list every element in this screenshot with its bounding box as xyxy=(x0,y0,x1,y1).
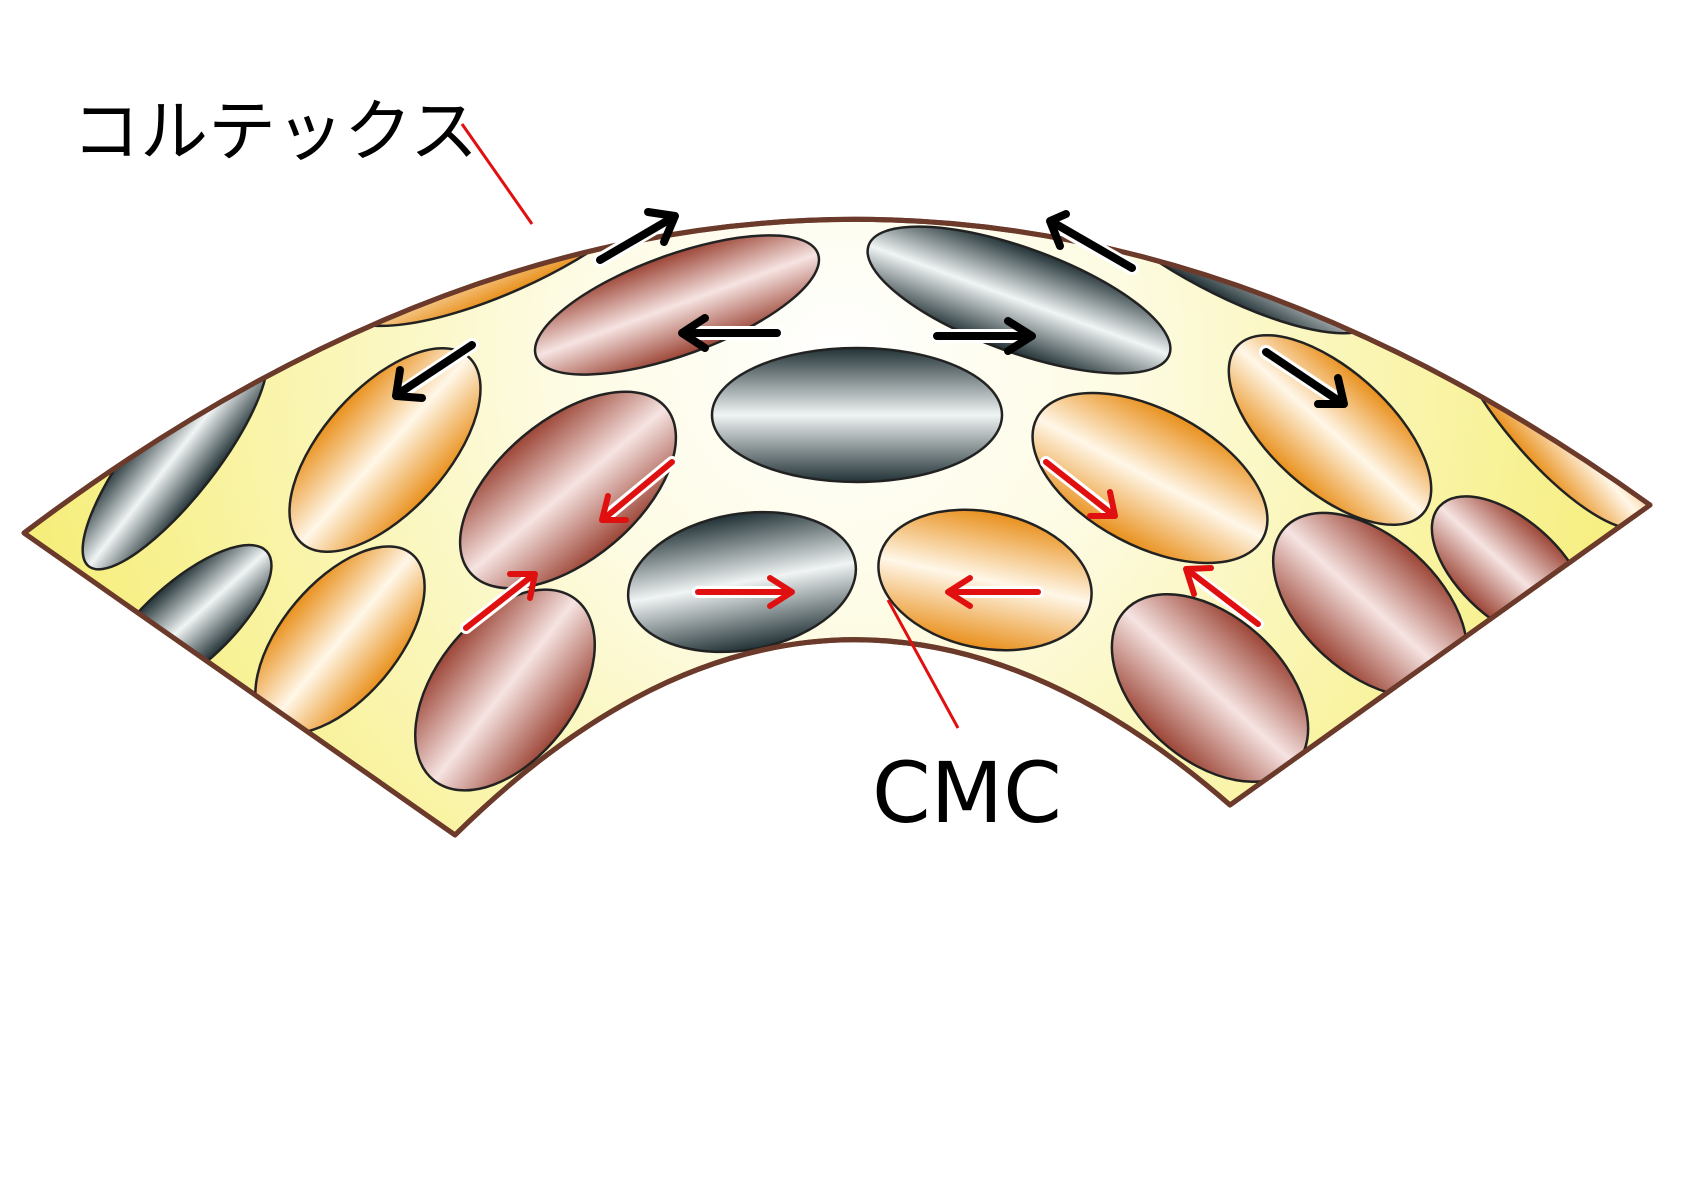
arrow-black xyxy=(1259,345,1348,408)
arrow-red xyxy=(599,456,678,523)
fiber-red xyxy=(458,390,678,590)
arrow-black xyxy=(1046,210,1139,275)
cortex-band-outline xyxy=(21,216,1653,838)
fiber-orange xyxy=(1031,391,1269,565)
fiber-red xyxy=(677,106,1027,194)
fiber-dark xyxy=(710,346,1004,484)
cortex-band xyxy=(21,216,1653,838)
cmc-leader-line xyxy=(886,599,960,729)
arrow-red xyxy=(692,575,795,609)
fiber-dark xyxy=(866,225,1172,375)
arrow-black xyxy=(930,317,1036,355)
fiber-orange xyxy=(288,347,482,553)
arrow-black xyxy=(392,338,479,402)
fiber-red xyxy=(533,234,821,376)
cmc-label: CMC xyxy=(872,744,1062,842)
cortex-leader-line xyxy=(460,123,534,225)
arrow-red xyxy=(1040,456,1118,519)
cortex-label: コルテックス xyxy=(72,93,478,172)
arrow-red xyxy=(1183,565,1264,630)
fiber-orange xyxy=(877,508,1093,652)
fiber-orange xyxy=(1227,333,1433,527)
arrow-black xyxy=(593,208,679,267)
fiber-dark xyxy=(626,510,858,654)
arrow-black xyxy=(678,314,784,352)
black-arrows xyxy=(392,208,1348,408)
arrow-red xyxy=(945,575,1044,609)
arrow-red xyxy=(460,571,538,634)
red-arrows xyxy=(460,456,1264,634)
fiber-red xyxy=(413,588,597,792)
